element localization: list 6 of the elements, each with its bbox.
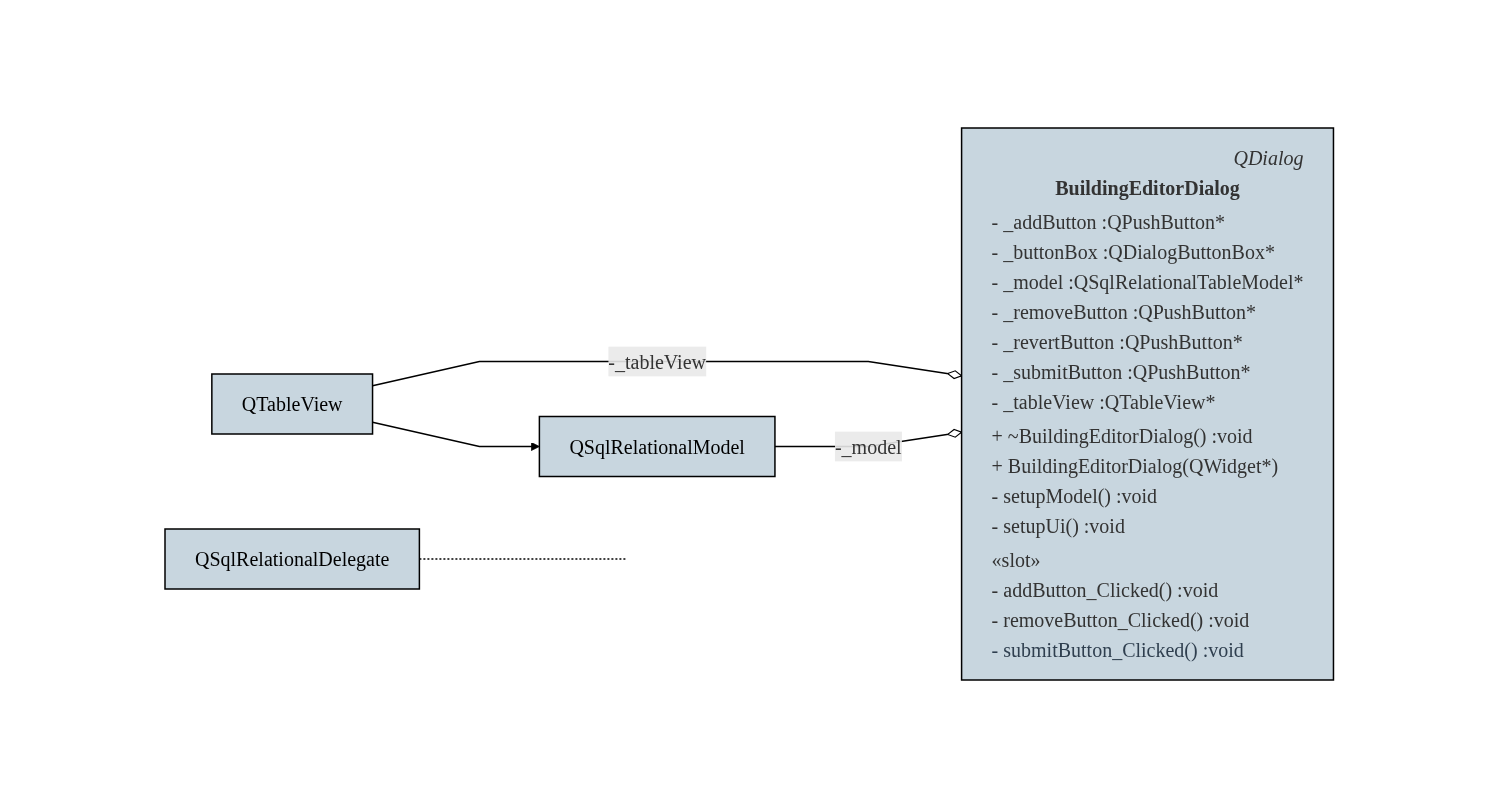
- node-box: QTableView: [211, 373, 374, 435]
- node-box: QSqlRelationalDelegate: [164, 528, 421, 590]
- edge-label: -_tableView: [608, 350, 707, 373]
- edge-label: -_model: [835, 435, 902, 458]
- node-box: QDialog BuildingEditorDialog - _addButton :QPushButton* - _buttonBox :QDialogButtonBox* - _model :QSqlRelationalTableModel* - _removeButton :QPushButton* - _revertButton :QPushButton* - _submitButton :QPushButton* - _tableView :QTableView* + ~BuildingEditorDialog() :void + BuildingEditorDialog(QWidget*) - setupModel() :void - setupUi() :void «slot» - addButton_Clicked() :void - removeButton_Clicked() :void - submitButton_Clicked() :void: [961, 127, 1335, 681]
- node-box: QSqlRelationalModel: [538, 415, 776, 478]
